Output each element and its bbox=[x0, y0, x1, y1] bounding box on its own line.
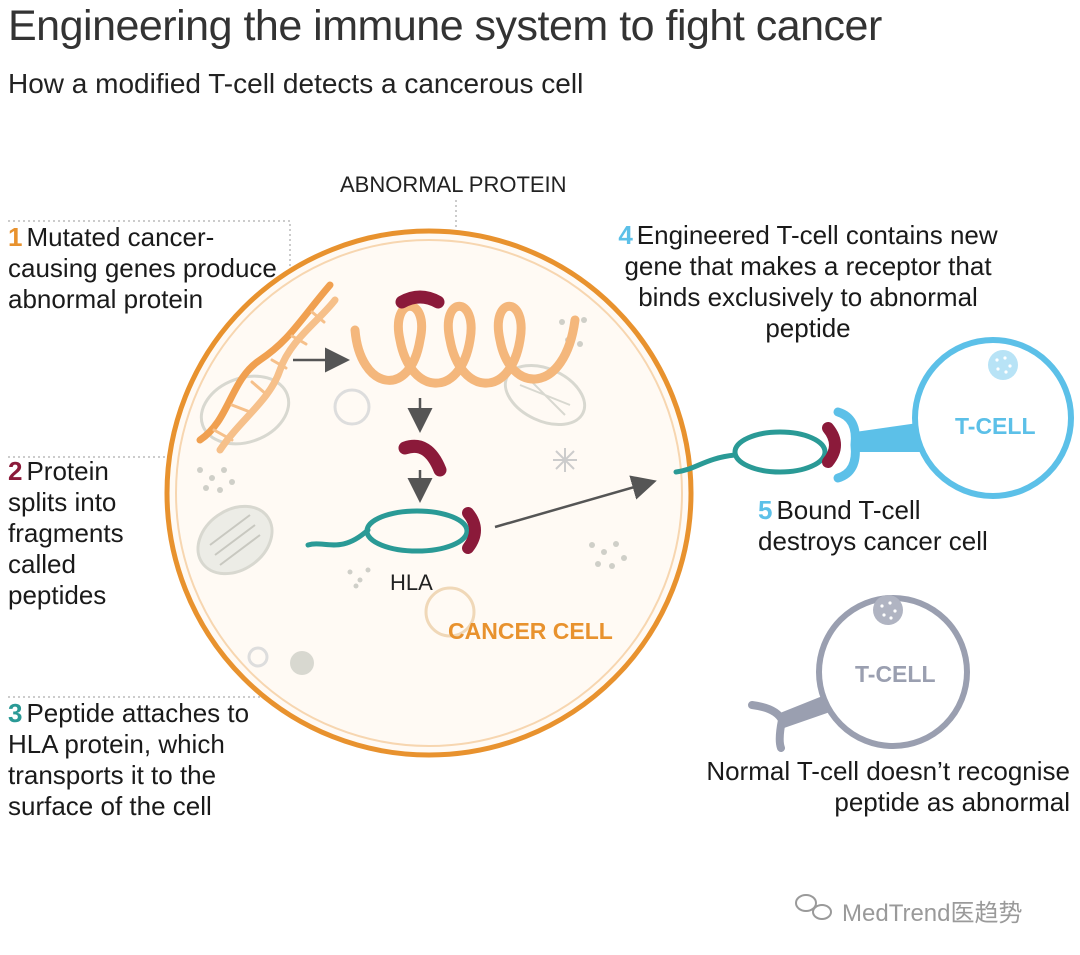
normal-t-cell bbox=[748, 595, 970, 752]
step-5-text: Bound T-cell destroys cancer cell bbox=[758, 495, 988, 556]
step-1-text: Mutated cancer-causing genes produce abn… bbox=[8, 222, 277, 314]
wechat-icon bbox=[795, 894, 832, 920]
hla-protein bbox=[305, 508, 470, 554]
cancer-cell-label: CANCER CELL bbox=[448, 618, 613, 644]
surface-hla-protein bbox=[673, 429, 828, 475]
step-2-number: 2 bbox=[8, 456, 23, 486]
vesicle-dots bbox=[197, 317, 627, 589]
engineered-t-cell bbox=[833, 337, 1074, 499]
surface-peptide bbox=[822, 422, 841, 468]
step-2-text: Protein splits into fragments called pep… bbox=[8, 456, 124, 610]
watermark: MedTrend医趋势 bbox=[842, 900, 1023, 927]
organelles bbox=[196, 363, 587, 675]
step-5-number: 5 bbox=[758, 495, 773, 525]
step-3-text: Peptide attaches to HLA protein, which t… bbox=[8, 698, 250, 821]
page-title: Engineering the immune system to fight c… bbox=[8, 2, 882, 50]
step-1-number: 1 bbox=[8, 222, 23, 252]
protein-peptide-marker bbox=[395, 290, 445, 309]
normal-t-cell-label: T-CELL bbox=[855, 661, 936, 687]
engineered-t-cell-label: T-CELL bbox=[955, 413, 1036, 439]
abnormal-protein-label: ABNORMAL PROTEIN bbox=[340, 172, 567, 197]
hla-label: HLA bbox=[390, 570, 433, 595]
step-3-number: 3 bbox=[8, 698, 23, 728]
dna-helix-icon bbox=[196, 281, 339, 454]
step-4-text: Engineered T-cell contains new gene that… bbox=[624, 220, 998, 343]
page-subtitle: How a modified T-cell detects a cancerou… bbox=[8, 68, 584, 99]
step-4-number: 4 bbox=[618, 220, 633, 250]
normal-t-cell-note: Normal T-cell doesn’t recognise peptide … bbox=[706, 756, 1070, 817]
star-organelle bbox=[553, 448, 577, 472]
arrow-hla-to-surface bbox=[494, 475, 657, 529]
abnormal-protein-coil bbox=[350, 301, 580, 388]
peptide-fragment bbox=[398, 439, 447, 477]
hla-peptide bbox=[462, 507, 481, 554]
